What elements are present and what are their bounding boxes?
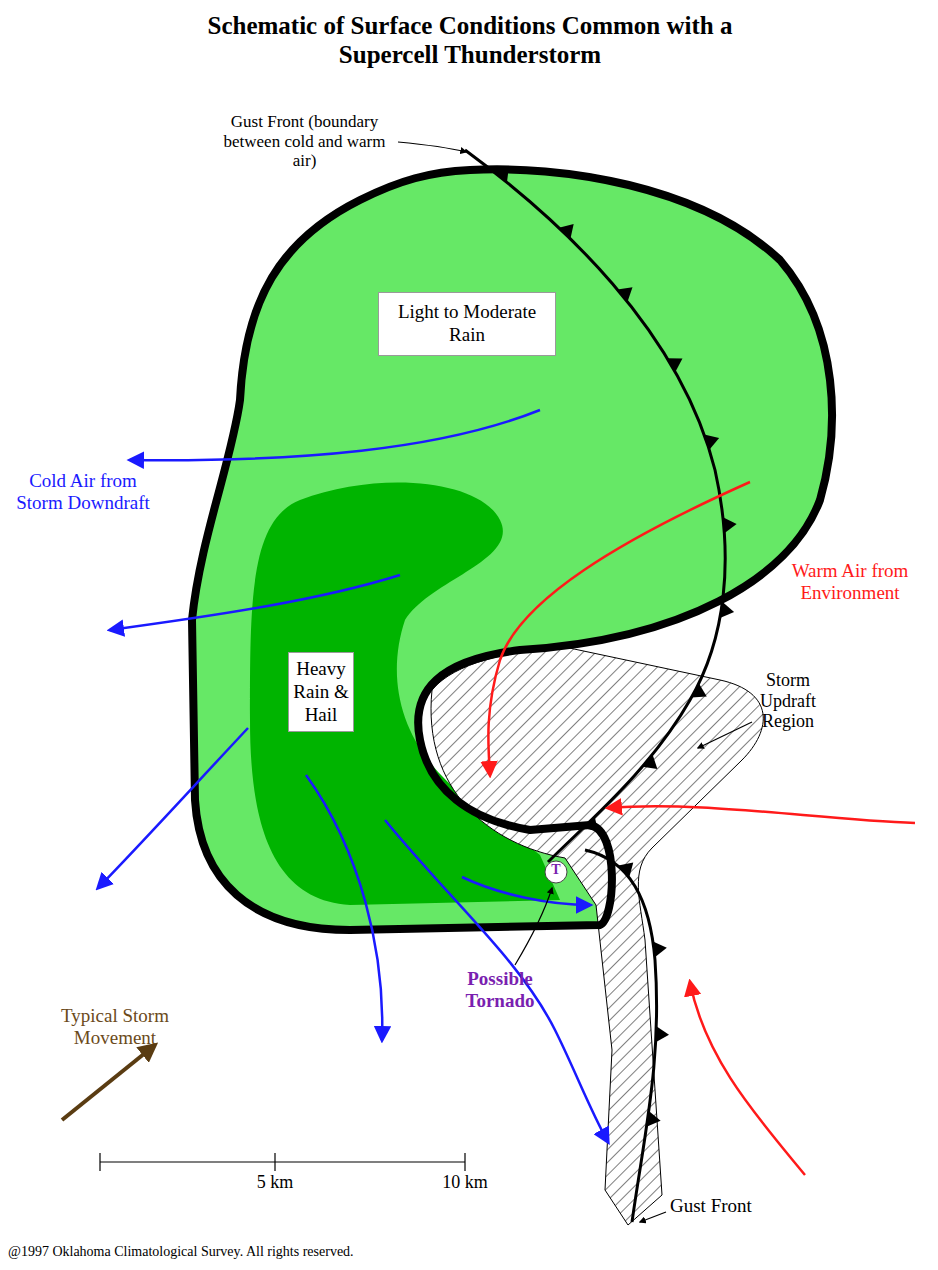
cold-air-arrows	[98, 410, 608, 1142]
gust-front-tooth	[704, 435, 719, 450]
cold-air-label: Cold Air from Storm Downdraft	[8, 470, 158, 514]
gust-front-tooth	[653, 941, 667, 957]
updraft-region	[431, 646, 763, 1225]
gust-front-label: Gust Front	[670, 1195, 790, 1217]
updraft-label: Storm Updraft Region	[738, 670, 838, 732]
gust-front-tooth	[692, 683, 707, 697]
gust-front-tooth	[559, 224, 574, 239]
gust-front-label: Gust Front (boundary between cold and wa…	[212, 112, 397, 171]
gust-front-tooth	[647, 1111, 661, 1127]
title: Schematic of Surface Conditions Common w…	[195, 12, 745, 70]
warm-air-label: Warm Air from Environment	[770, 560, 930, 604]
gust-front-tooth	[720, 602, 734, 618]
gust-front-tooth	[656, 1026, 669, 1042]
scale-bar	[100, 1153, 465, 1171]
storm-outline	[192, 169, 832, 930]
tornado-leader	[515, 888, 552, 965]
tornado-label: Possible Tornado	[440, 968, 560, 1012]
rain-label-box: Light to Moderate Rain	[378, 292, 556, 356]
rain-label-box: Heavy Rain & Hail	[288, 652, 354, 732]
scale-label: 10 km	[420, 1172, 510, 1193]
gust-front-tooth	[667, 358, 682, 372]
scale-label: 5 km	[235, 1172, 315, 1193]
region-label: Light to Moderate Rain	[381, 301, 553, 347]
copyright-note: @1997 Oklahoma Climatological Survey. Al…	[8, 1244, 568, 1260]
gust-front-tooth	[583, 817, 598, 832]
gust-front-tooth	[618, 863, 633, 878]
gust-front-tooth	[642, 754, 657, 768]
tornado-symbol: T	[548, 862, 564, 878]
gust-front-line	[585, 850, 657, 1222]
gust-front-line	[465, 150, 725, 862]
gust-front-tooth	[617, 287, 632, 301]
tornado-spot	[545, 861, 567, 883]
gust-front-tooth	[723, 517, 737, 533]
storm-motion-label: Typical Storm Movement	[20, 1005, 210, 1049]
storm-motion-arrow	[62, 1045, 155, 1120]
gust-front-tooth	[494, 167, 508, 182]
region-label: Heavy Rain & Hail	[291, 658, 351, 726]
